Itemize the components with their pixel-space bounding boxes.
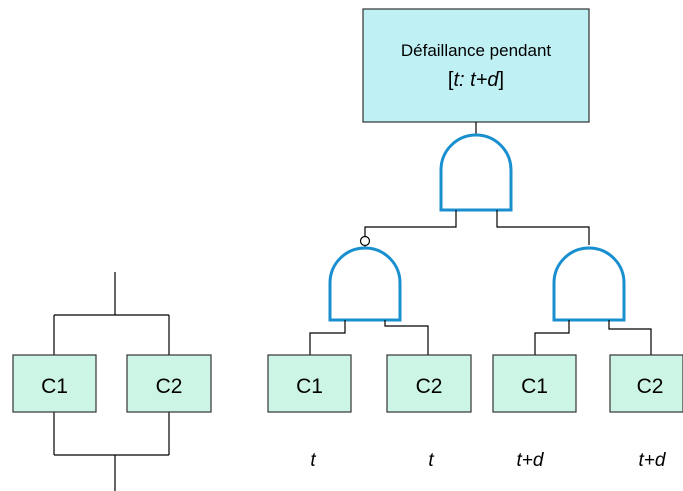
left-gate-to-c1-wire <box>309 320 346 355</box>
component-box <box>267 354 352 413</box>
top-event-box <box>362 8 590 123</box>
leaf-event-c2-t: C2 t <box>386 354 472 471</box>
interval-text: t: t+d <box>453 69 499 91</box>
leaf-event-c2-td: C2 t+d <box>609 354 683 471</box>
component-label: C2 <box>416 375 443 398</box>
interval-open-bracket: [ <box>448 69 454 91</box>
parallel-component-c2: C2 <box>126 354 212 413</box>
leaf-event-c1-td: C1 t+d <box>492 354 577 471</box>
component-box <box>609 354 683 413</box>
time-label: t+d <box>639 450 667 471</box>
top-event: Défaillance pendant [t: t+d] <box>362 8 590 123</box>
left-gate-to-c2-wire <box>384 320 429 355</box>
parallel-component-c1: C1 <box>12 354 97 413</box>
top-gate-right-wire <box>496 210 590 245</box>
component-label: C1 <box>521 375 548 398</box>
interval-close-bracket: ] <box>499 69 505 91</box>
and-gate-top <box>439 133 513 212</box>
time-label: t <box>428 450 434 471</box>
right-gate-to-c1-wire <box>534 320 570 355</box>
component-label: C2 <box>637 375 664 398</box>
and-gate-right <box>552 246 626 322</box>
time-label: t+d <box>517 450 545 471</box>
top-gate-left-wire <box>364 210 457 236</box>
component-box <box>126 354 212 413</box>
time-label: t <box>310 450 316 471</box>
right-gate-to-c2-wire <box>608 320 652 355</box>
component-box <box>492 354 577 413</box>
leaf-event-c1-t: C1 t <box>267 354 352 471</box>
and-gate-left <box>328 246 402 322</box>
component-box <box>12 354 97 413</box>
component-label: C2 <box>156 375 183 398</box>
top-event-interval: [t: t+d] <box>448 69 504 91</box>
component-box <box>386 354 472 413</box>
parallel-block-diagram: C1 C2 <box>12 272 212 491</box>
top-event-title: Défaillance pendant <box>401 41 552 60</box>
component-label: C1 <box>41 375 68 398</box>
negation-circle-icon <box>359 235 371 247</box>
component-label: C1 <box>296 375 323 398</box>
fault-tree: Défaillance pendant [t: t+d] C1 t C2 <box>267 8 683 471</box>
